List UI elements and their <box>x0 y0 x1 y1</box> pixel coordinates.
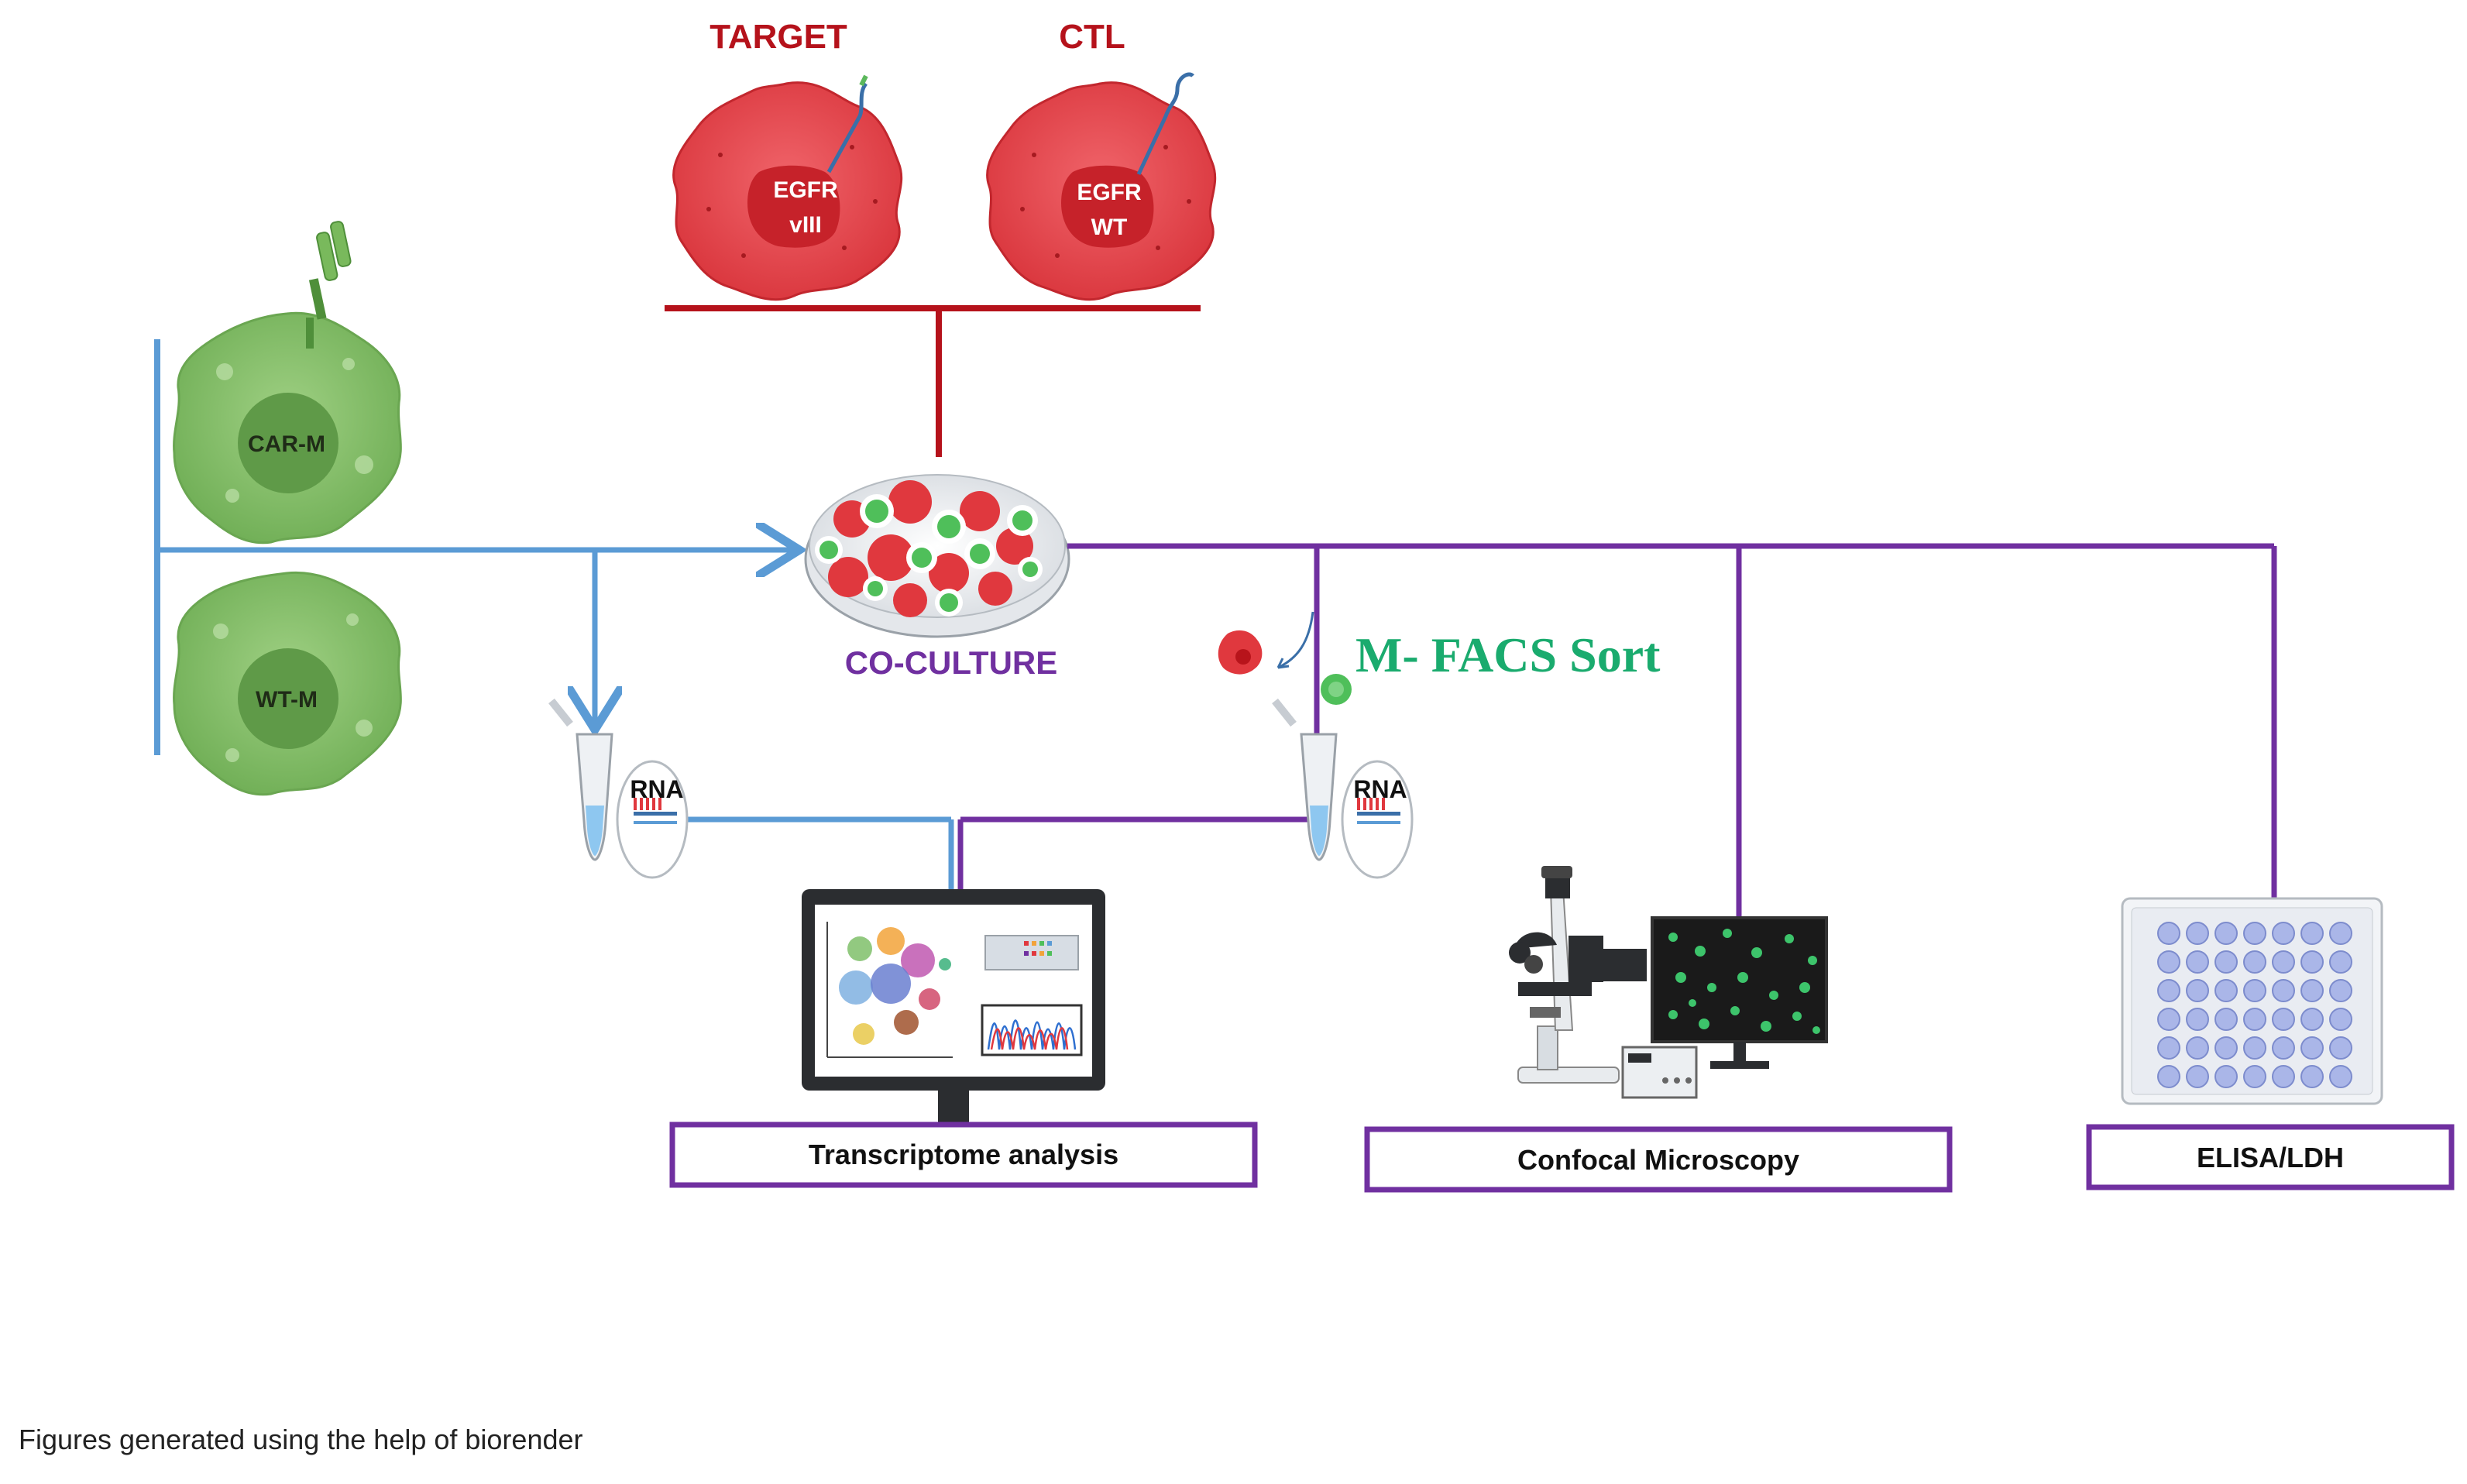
elisa-well <box>2157 979 2180 1002</box>
elisa-well <box>2300 979 2324 1002</box>
transcriptome-monitor-icon <box>802 889 1105 1128</box>
elisa-well <box>2272 1036 2295 1060</box>
confocal-label: Confocal Microscopy <box>1517 1144 1799 1176</box>
car-m-label: CAR-M <box>248 431 325 457</box>
elisa-well <box>2243 1065 2266 1088</box>
elisa-well <box>2329 922 2352 945</box>
elisa-well <box>2243 950 2266 974</box>
target-nucleus <box>747 165 840 248</box>
elisa-well <box>2272 1065 2295 1088</box>
transcriptome-box: Transcriptome analysis <box>669 1122 1258 1188</box>
elisa-well <box>2329 1036 2352 1060</box>
ctl-receptor-line1: EGFR <box>1077 180 1142 205</box>
elisa-well <box>2214 1008 2238 1031</box>
elisa-well <box>2186 950 2209 974</box>
elisa-well <box>2300 922 2324 945</box>
wt-m-cell: WT-M <box>173 571 402 796</box>
elisa-well <box>2300 1036 2324 1060</box>
rna-tube-left <box>548 698 689 879</box>
elisa-well <box>2157 922 2180 945</box>
ctl-cell-egfrwt: EGFR WT <box>986 72 1217 301</box>
transcriptome-label: Transcriptome analysis <box>809 1139 1118 1170</box>
elisa-well <box>2157 950 2180 974</box>
elisa-well <box>2329 950 2352 974</box>
controller-box-icon <box>1621 1046 1698 1099</box>
coculture-dish <box>804 474 1070 638</box>
purple-flow <box>957 543 2277 918</box>
coculture-label: CO-CULTURE <box>845 644 1058 681</box>
ctl-nucleus <box>1061 165 1154 248</box>
elisa-well <box>2300 950 2324 974</box>
sort-arrow-icon <box>1277 611 1314 669</box>
elisa-well <box>2157 1065 2180 1088</box>
confocal-monitor-icon <box>1651 916 1828 1069</box>
elisa-well <box>2272 1008 2295 1031</box>
car-m-nucleus <box>238 393 338 493</box>
elisa-well <box>2157 1008 2180 1031</box>
facs-label: M- FACS Sort <box>1355 627 1661 682</box>
confocal-box: Confocal Microscopy <box>1364 1126 1953 1193</box>
receptor-icon <box>1136 72 1194 176</box>
wt-m-nucleus <box>238 648 338 749</box>
elisa-well <box>2214 979 2238 1002</box>
elisa-well <box>2157 1036 2180 1060</box>
elisa-label: ELISA/LDH <box>2197 1142 2344 1173</box>
elisa-well <box>2272 950 2295 974</box>
elisa-well <box>2214 1036 2238 1060</box>
elisa-well <box>2186 922 2209 945</box>
elisa-well <box>2243 979 2266 1002</box>
rna-strand-icon <box>634 798 677 824</box>
rna-tube-right <box>1272 698 1414 879</box>
elisa-well <box>2186 1065 2209 1088</box>
target-receptor-line2: vIII <box>789 212 822 238</box>
elisa-well <box>2329 1065 2352 1088</box>
ctl-receptor-line2: WT <box>1091 215 1128 240</box>
facs-sort-cells <box>1218 611 1352 705</box>
footer-note: Figures generated using the help of bior… <box>19 1424 583 1455</box>
mixed-cells <box>815 480 1043 617</box>
umap-clusters <box>839 927 951 1045</box>
confocal-microscope-icon <box>1509 866 1647 1084</box>
rna-strand-icon <box>1357 798 1400 824</box>
elisa-well <box>2329 979 2352 1002</box>
elisa-plate-icon <box>2121 897 2383 1105</box>
elisa-well <box>2272 922 2295 945</box>
elisa-well <box>2243 922 2266 945</box>
car-m-cell: CAR-M <box>173 221 402 544</box>
elisa-well <box>2186 1036 2209 1060</box>
target-title: TARGET <box>710 18 847 56</box>
car-receptor-icon <box>306 221 352 349</box>
target-receptor-line1: EGFR <box>773 177 838 203</box>
elisa-wells <box>2157 922 2352 1088</box>
red-connector <box>665 305 1201 457</box>
elisa-well <box>2214 1065 2238 1088</box>
elisa-well <box>2214 922 2238 945</box>
elisa-well <box>2186 1008 2209 1031</box>
ctl-title: CTL <box>1059 18 1125 56</box>
fluorescent-cells <box>1668 929 1820 1034</box>
rna-right-label: RNA <box>1353 775 1407 803</box>
elisa-well <box>2272 979 2295 1002</box>
rna-left-label: RNA <box>630 775 683 803</box>
target-cell-egfrviii: EGFR vIII <box>672 74 903 301</box>
chromatogram-icon <box>987 1019 1077 1050</box>
gel-bands <box>1024 941 1052 956</box>
elisa-well <box>2243 1008 2266 1031</box>
wt-m-label: WT-M <box>256 687 318 713</box>
elisa-box: ELISA/LDH <box>2086 1124 2455 1190</box>
elisa-well <box>2300 1008 2324 1031</box>
blue-flow <box>157 550 954 891</box>
elisa-well <box>2214 950 2238 974</box>
elisa-well <box>2329 1008 2352 1031</box>
receptor-icon <box>826 82 868 173</box>
elisa-well <box>2300 1065 2324 1088</box>
elisa-well <box>2186 979 2209 1002</box>
elisa-well <box>2243 1036 2266 1060</box>
